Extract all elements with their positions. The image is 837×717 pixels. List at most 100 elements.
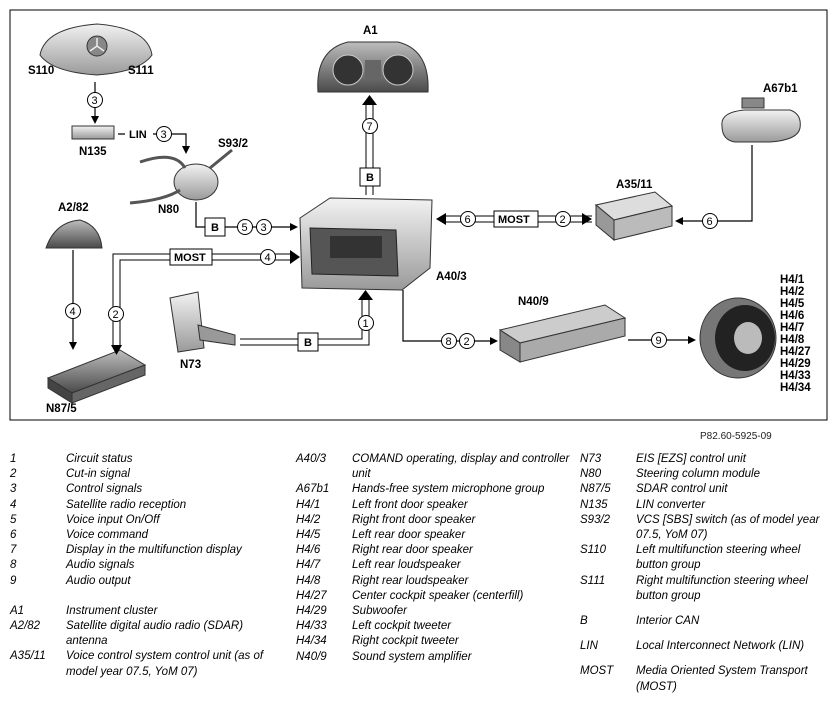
- circle-number-6-a: 6: [460, 211, 476, 227]
- circle-number-1: 1: [358, 315, 374, 331]
- voice-control-unit-icon: [594, 191, 674, 242]
- figure-reference: P82.60-5925-09: [700, 431, 772, 442]
- label-a35-11: A35/11: [616, 179, 653, 191]
- can-bus-label-n80: B: [204, 217, 226, 237]
- svg-text:H4/1: H4/1: [780, 274, 805, 286]
- label-n80: N80: [158, 204, 179, 216]
- svg-text:2: 2: [113, 309, 119, 321]
- can-bus-label-a1: B: [359, 167, 381, 187]
- circle-number-2-b: 2: [555, 211, 571, 227]
- satellite-antenna-icon: [45, 219, 103, 249]
- svg-text:LIN: LIN: [129, 129, 147, 141]
- svg-text:2: 2: [560, 214, 566, 226]
- label-n87-5: N87/5: [46, 403, 77, 415]
- svg-text:2: 2: [464, 336, 470, 348]
- circle-number-4-a: 4: [260, 249, 276, 265]
- circle-number-3-b: 3: [156, 126, 172, 142]
- svg-text:1: 1: [363, 318, 369, 330]
- wiring-diagram: LIN B MOST B B MOST 3 3 5 3 4 4 2 1 7 6 …: [9, 9, 828, 421]
- label-a40-3: A40/3: [436, 271, 467, 283]
- amplifier-icon: [498, 304, 627, 363]
- svg-text:B: B: [366, 172, 374, 184]
- svg-text:H4/33: H4/33: [780, 370, 811, 382]
- svg-text:5: 5: [242, 222, 248, 234]
- most-bus-label-a35: MOST: [493, 210, 539, 228]
- label-n135: N135: [79, 146, 107, 158]
- svg-text:3: 3: [261, 222, 267, 234]
- svg-text:H4/34: H4/34: [780, 382, 811, 394]
- lin-bus-label: LIN: [125, 127, 153, 141]
- sdar-control-unit-icon: [46, 349, 147, 404]
- circle-number-9: 9: [651, 332, 667, 348]
- circle-number-3-a: 3: [87, 92, 103, 108]
- circle-number-5: 5: [237, 219, 253, 235]
- svg-text:H4/27: H4/27: [780, 346, 811, 358]
- svg-text:MOST: MOST: [174, 252, 206, 264]
- svg-text:3: 3: [161, 129, 167, 141]
- svg-text:B: B: [211, 222, 219, 234]
- svg-text:9: 9: [656, 335, 662, 347]
- circle-number-2-c: 2: [459, 333, 475, 349]
- svg-text:B: B: [304, 337, 312, 349]
- circle-number-2-a: 2: [108, 306, 124, 322]
- circle-number-3-c: 3: [256, 219, 272, 235]
- label-s110: S110: [28, 65, 54, 77]
- label-n73: N73: [180, 359, 201, 371]
- label-a2-82: A2/82: [58, 202, 89, 214]
- steering-column-module-icon: [129, 148, 233, 205]
- svg-text:8: 8: [446, 336, 452, 348]
- speaker-icon: [699, 297, 777, 379]
- steering-wheel-icon: [39, 23, 153, 76]
- diagram-frame: [9, 9, 828, 421]
- svg-text:H4/6: H4/6: [780, 310, 804, 322]
- label-s93-2: S93/2: [218, 138, 248, 150]
- ignition-switch-icon: [169, 291, 236, 353]
- comand-unit-icon: [299, 197, 433, 291]
- svg-text:6: 6: [707, 216, 713, 228]
- instrument-cluster-icon: [317, 41, 429, 93]
- svg-text:MOST: MOST: [498, 214, 530, 226]
- most-bus-label-n87: MOST: [169, 248, 213, 266]
- circle-number-8: 8: [441, 333, 457, 349]
- svg-text:6: 6: [465, 214, 471, 226]
- svg-text:3: 3: [92, 95, 98, 107]
- circle-number-6-b: 6: [702, 213, 718, 229]
- svg-text:4: 4: [265, 252, 271, 264]
- svg-text:H4/5: H4/5: [780, 298, 805, 310]
- label-s111: S111: [128, 65, 154, 77]
- microphone-group-icon: [721, 97, 801, 143]
- speaker-label-list: H4/1 H4/2 H4/5 H4/6 H4/7 H4/8 H4/27 H4/2…: [780, 274, 811, 394]
